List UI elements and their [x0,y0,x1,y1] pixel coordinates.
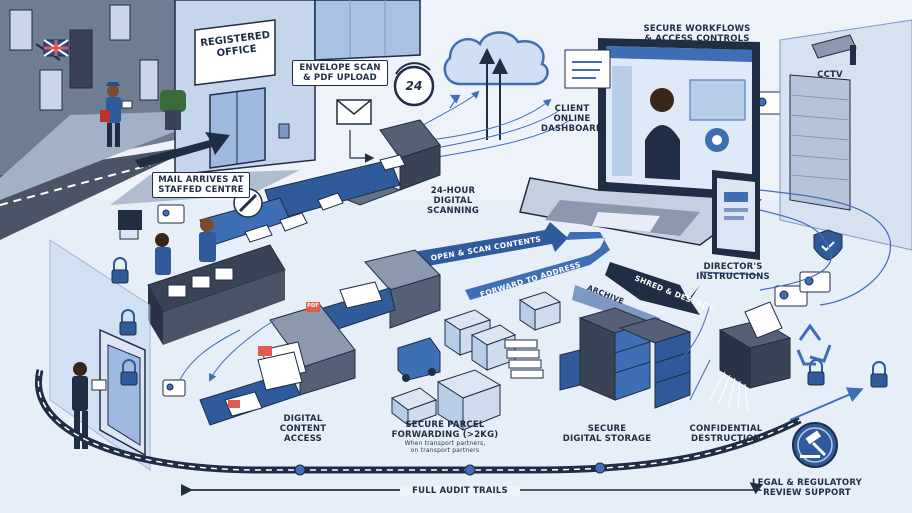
padlock-icon [111,257,129,284]
storage-cabinets [559,307,692,409]
digital-content-access-label: Digital Content Access [279,414,327,444]
shredder [709,301,792,413]
envelope-icon [336,99,375,163]
id-card-icon [799,271,831,293]
reception-desk [118,210,286,345]
digital-scanning-label: 24-Hour Digital Scanning [426,186,480,216]
padlock-icon [120,359,138,386]
id-card-icon [774,285,808,307]
clock-icon [393,62,435,107]
audit-trails-label: Full Audit Trails [400,486,520,496]
mail-arrives-label: Mail Arrives at Staffed Centre [152,172,250,198]
instruction-flow [699,189,891,306]
secure-workflows-label: Secure Workflows & Access Controls [643,24,751,44]
secure-storage-label: Secure Digital Storage [562,424,652,444]
top-scanner [199,119,441,247]
parcel-area [390,291,562,431]
padlock-icon [119,309,137,336]
recycle-icon [796,323,832,366]
envelope-scan-label: Envelope Scan & PDF Upload [292,60,388,86]
arrival-arrow [135,132,230,168]
legal-review-label: Legal & Regulatory Review Support [752,478,862,498]
audit-trail-track [35,369,864,496]
padlock-icon [870,361,888,388]
directors-instructions-label: Director's Instructions [696,262,770,282]
tablet-icon [712,170,760,260]
postman-figure [100,82,133,147]
cctv-label: CCTV [817,70,843,80]
bottom-scanner [199,249,441,426]
gavel-badge-icon [792,422,838,468]
cctv-camera-icon [811,34,857,65]
id-card-icon [157,204,185,224]
laptop-dashboard [519,38,763,246]
uk-flag-icon [35,39,69,61]
secure-parcel-label: Secure Parcel Forwarding (>2kg) When tra… [391,420,499,454]
pdf-tag: PDF [307,303,319,309]
registered-office-building [110,0,421,205]
client-dashboard-label: Client Online Dashboard [540,104,604,134]
clock-value: 24 [405,79,423,93]
cctv-area [779,19,912,251]
id-card-icon [162,379,186,397]
flow-lines [179,304,711,401]
confidential-destruction-label: Confidential Destruction [689,424,763,444]
delivery-van-icon [397,337,441,382]
cloud-upload-icon [417,31,571,161]
